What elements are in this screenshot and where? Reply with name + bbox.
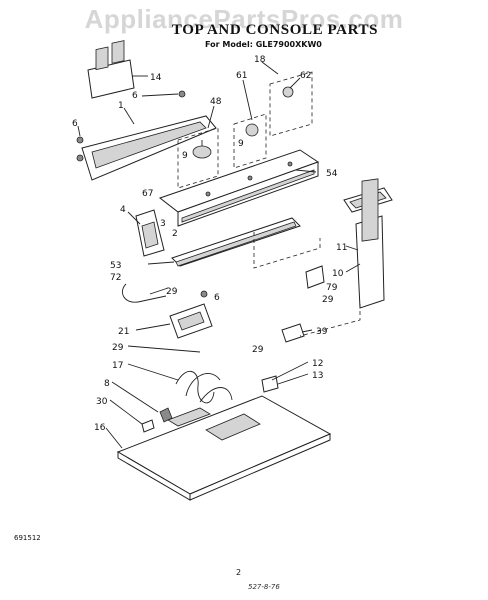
- callout-67: 67: [142, 189, 153, 199]
- connector-lines: [253, 232, 321, 269]
- part-switch-61: [233, 113, 267, 169]
- callout-48: 48: [210, 97, 222, 107]
- callout-6b: 6: [72, 119, 78, 129]
- part-wire-harness: [175, 371, 233, 404]
- callout-29d: 29: [252, 345, 264, 355]
- callout-13: 13: [312, 371, 323, 381]
- callout-72: 72: [110, 273, 121, 283]
- callout-53: 53: [110, 261, 121, 271]
- callout-18: 18: [254, 55, 266, 65]
- part-8: [159, 407, 173, 423]
- callout-11: 11: [336, 243, 347, 253]
- callout-1: 1: [118, 101, 124, 111]
- part-switch-48: [177, 127, 219, 189]
- callout-29c: 29: [112, 343, 124, 353]
- callout-9a: 9: [182, 151, 188, 161]
- callout-10: 10: [332, 269, 344, 279]
- part-grille-panel: [87, 40, 135, 99]
- callout-29a: 29: [166, 287, 178, 297]
- callout-3: 3: [160, 219, 166, 229]
- part-30: [141, 419, 155, 433]
- document-code: 691512: [14, 534, 41, 542]
- callout-2: 2: [172, 229, 178, 239]
- watermark: AppliancePartsPros.com: [84, 4, 404, 34]
- callout-39: 39: [316, 327, 328, 337]
- part-switch-62: [269, 71, 313, 137]
- part-79: [305, 265, 325, 289]
- screw-parts: [76, 90, 208, 298]
- part-timer: [169, 303, 213, 339]
- callout-61: 61: [236, 71, 247, 81]
- diagram-title: TOP AND CONSOLE PARTS: [171, 22, 379, 38]
- part-end-cap: [343, 178, 393, 309]
- callout-16: 16: [94, 423, 106, 433]
- callout-14: 14: [150, 73, 162, 83]
- callout-30: 30: [96, 397, 108, 407]
- callout-79: 79: [326, 283, 338, 293]
- part-39: [281, 323, 305, 343]
- part-console-panel: [81, 115, 217, 181]
- callout-labels: 14 6 1 48 18 61 62 6 9 9 67 54 4 3 2 53 …: [72, 55, 347, 433]
- callout-4: 4: [120, 205, 126, 215]
- leader-lines: [77, 61, 361, 449]
- part-top-panel: [116, 395, 332, 501]
- revision-code: 527-8-76: [248, 583, 280, 591]
- part-wire-72: [122, 283, 167, 303]
- callout-9b: 9: [238, 139, 244, 149]
- callout-21: 21: [118, 327, 129, 337]
- callout-12: 12: [312, 359, 323, 369]
- part-12: [261, 375, 279, 393]
- callout-8: 8: [104, 379, 110, 389]
- page-number: 2: [236, 568, 242, 577]
- part-base-rail: [171, 217, 301, 267]
- callout-29b: 29: [322, 295, 334, 305]
- part-console-housing: [158, 149, 320, 227]
- callout-54: 54: [326, 169, 338, 179]
- callout-6a: 6: [132, 91, 138, 101]
- callout-6c: 6: [214, 293, 220, 303]
- callout-62: 62: [300, 71, 311, 81]
- part-bracket-4: [135, 209, 165, 257]
- model-subtitle: For Model: GLE7900XKW0: [205, 40, 322, 49]
- callout-17: 17: [112, 361, 123, 371]
